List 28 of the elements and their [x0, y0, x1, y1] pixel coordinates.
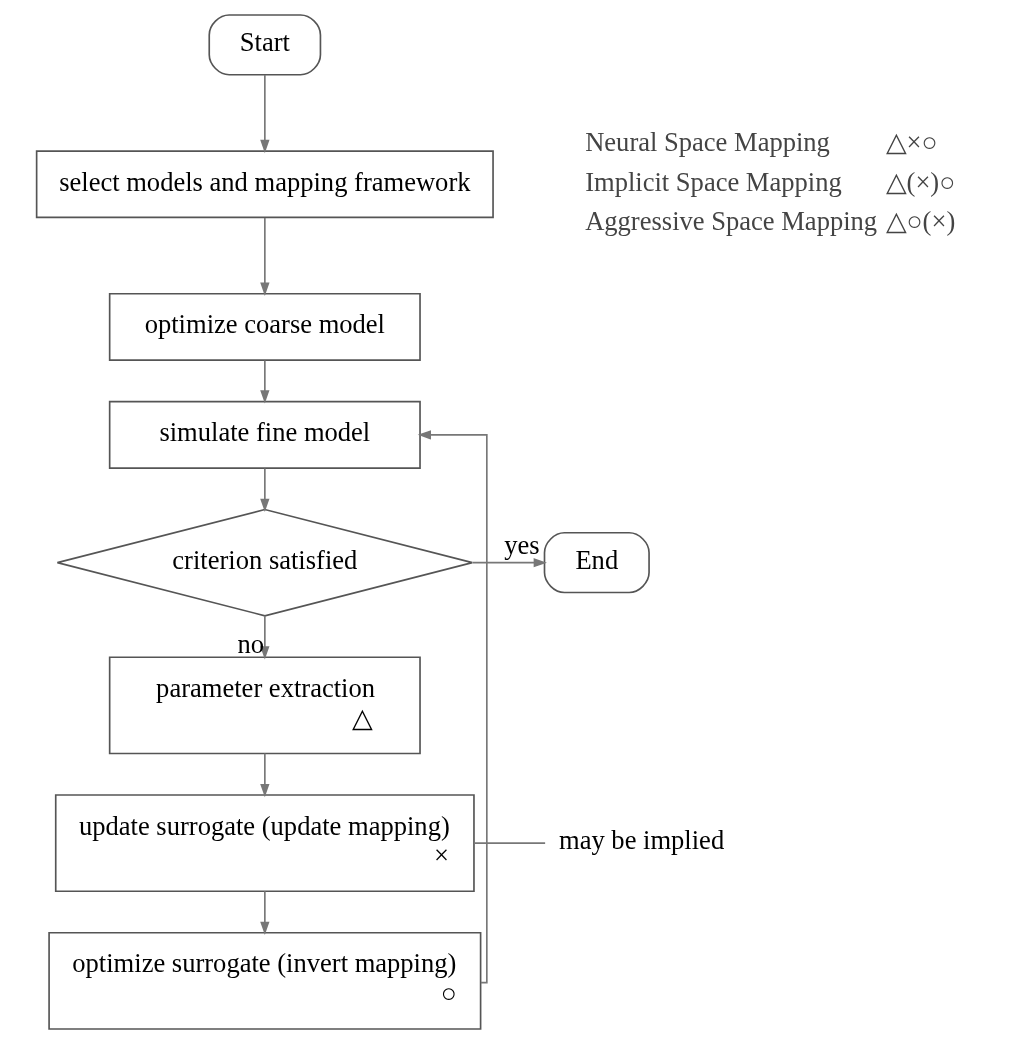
- connector: [473, 842, 546, 844]
- arrow: [260, 614, 270, 660]
- label: △(×)○: [885, 166, 956, 197]
- node-diamond: criterion satisfied: [56, 508, 474, 617]
- label: Aggressive Space Mapping: [585, 206, 878, 237]
- label: △○(×): [885, 206, 956, 237]
- arrow: [471, 558, 547, 568]
- node-box: optimize coarse model: [108, 292, 421, 361]
- label: Implicit Space Mapping: [585, 166, 842, 197]
- node-box: select models and mapping framework: [35, 150, 494, 219]
- label: △×○: [885, 126, 938, 157]
- arrow: [260, 74, 270, 154]
- node-box: parameter extraction △: [108, 656, 421, 755]
- arrow: [260, 890, 270, 936]
- arrow: [260, 217, 270, 296]
- node-box: End: [543, 531, 650, 594]
- arrow: [260, 359, 270, 404]
- node-box: update surrogate (update mapping) ×: [54, 794, 475, 893]
- arrow: [260, 467, 270, 513]
- label: Neural Space Mapping: [585, 126, 830, 157]
- node-box: simulate fine model: [108, 400, 421, 469]
- edge-label: yes: [504, 530, 540, 561]
- arrow: [260, 752, 270, 798]
- node-text: may be implied: [559, 825, 725, 856]
- arrow: [417, 430, 488, 984]
- node-box: Start: [208, 14, 322, 76]
- node-box: optimize surrogate (invert mapping) ○: [48, 931, 482, 1030]
- edge-label: no: [237, 628, 265, 659]
